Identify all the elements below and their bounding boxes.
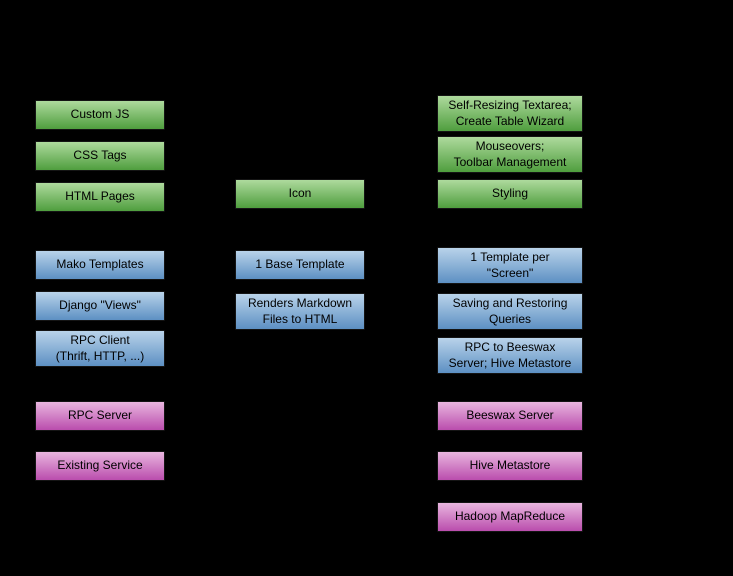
diagram-box-html-pages: HTML Pages xyxy=(35,182,165,212)
diagram-box-custom-js: Custom JS xyxy=(35,100,165,130)
box-label: Renders Markdown Files to HTML xyxy=(247,295,353,326)
diagram-box-saving-restoring-queries: Saving and Restoring Queries xyxy=(437,293,583,330)
diagram-box-rpc-to-beeswax: RPC to Beeswax Server; Hive Metastore xyxy=(437,337,583,374)
diagram-box-hadoop-mapreduce: Hadoop MapReduce xyxy=(437,502,583,532)
box-label: RPC to Beeswax Server; Hive Metastore xyxy=(448,339,572,370)
box-label: Styling xyxy=(491,186,529,201)
diagram-box-existing-service: Existing Service xyxy=(35,451,165,481)
box-label: Hive Metastore xyxy=(469,458,551,473)
box-label: Icon xyxy=(288,186,312,201)
box-label: RPC Server xyxy=(67,408,132,423)
diagram-box-mako-templates: Mako Templates xyxy=(35,250,165,280)
box-label: Beeswax Server xyxy=(466,408,554,423)
box-label: Self-Resizing Textarea; Create Table Wiz… xyxy=(448,97,572,128)
diagram-box-rpc-server: RPC Server xyxy=(35,401,165,431)
diagram-box-hive-metastore: Hive Metastore xyxy=(437,451,583,481)
box-label: 1 Template per "Screen" xyxy=(470,249,550,280)
diagram-box-self-resizing-textarea: Self-Resizing Textarea; Create Table Wiz… xyxy=(437,95,583,132)
box-label: Saving and Restoring Queries xyxy=(452,295,568,326)
diagram-box-icon: Icon xyxy=(235,179,365,209)
box-label: Django "Views" xyxy=(59,298,141,313)
box-label: Hadoop MapReduce xyxy=(454,509,566,524)
diagram-box-django-views: Django "Views" xyxy=(35,291,165,321)
diagram-box-mouseovers: Mouseovers; Toolbar Management xyxy=(437,136,583,173)
box-label: Mako Templates xyxy=(56,257,144,272)
diagram-box-styling: Styling xyxy=(437,179,583,209)
diagram-box-css-tags: CSS Tags xyxy=(35,141,165,171)
diagram-box-rpc-client: RPC Client (Thrift, HTTP, ...) xyxy=(35,330,165,367)
diagram-box-base-template: 1 Base Template xyxy=(235,250,365,280)
box-label: Custom JS xyxy=(70,107,130,122)
box-label: HTML Pages xyxy=(65,189,135,204)
diagram-box-renders-markdown: Renders Markdown Files to HTML xyxy=(235,293,365,330)
box-label: CSS Tags xyxy=(73,148,127,163)
diagram-box-beeswax-server: Beeswax Server xyxy=(437,401,583,431)
box-label: Existing Service xyxy=(57,458,143,473)
diagram-box-template-per-screen: 1 Template per "Screen" xyxy=(437,247,583,284)
box-label: Mouseovers; Toolbar Management xyxy=(453,138,567,169)
box-label: RPC Client (Thrift, HTTP, ...) xyxy=(55,332,145,363)
box-label: 1 Base Template xyxy=(255,257,345,272)
